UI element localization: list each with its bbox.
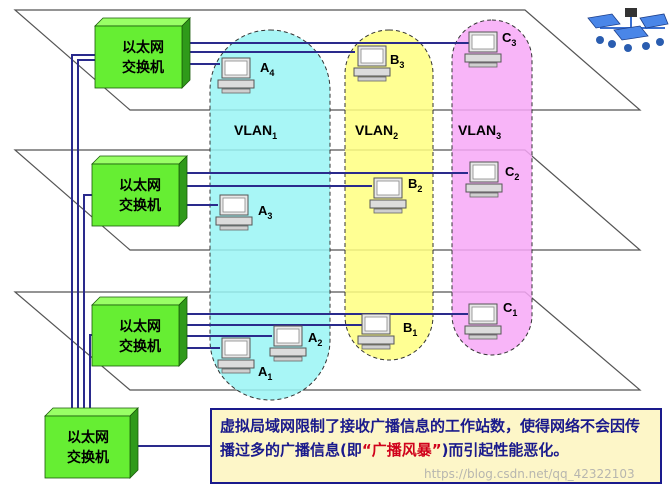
pc-label-c2: C2 xyxy=(505,164,519,182)
network-logo-icon xyxy=(587,8,669,52)
switch-label-line2: 交换机 xyxy=(122,59,164,76)
computer-icon xyxy=(465,161,503,198)
explanation-note: 虚拟局域网限制了接收广播信息的工作站数，使得网络不会因传播过多的广播信息(即“广… xyxy=(210,408,662,484)
computer-icon xyxy=(269,325,307,362)
switch-label-line1: 以太网 xyxy=(67,429,109,446)
switch-label-line2: 交换机 xyxy=(67,449,109,466)
vlan1-label: VLAN1 xyxy=(234,122,277,141)
watermark: https://blog.csdn.net/qq_42322103 xyxy=(424,467,635,481)
vlan2-label: VLAN2 xyxy=(355,122,398,141)
switch-floor1: 以太网 交换机 xyxy=(91,296,188,367)
vlan1-region xyxy=(209,29,331,401)
note-highlight: “广播风暴” xyxy=(361,441,442,459)
pc-label-a1: A1 xyxy=(258,364,272,382)
switch-floor2: 以太网 交换机 xyxy=(91,155,188,227)
note-text-end: )而引起性能恶化。 xyxy=(441,441,569,459)
computer-icon xyxy=(217,337,255,374)
pc-label-b3: B3 xyxy=(390,52,404,70)
pc-label-b2: B2 xyxy=(408,176,422,194)
pc-label-c3: C3 xyxy=(502,30,516,48)
pc-label-b1: B1 xyxy=(403,320,417,338)
switch-label-line1: 以太网 xyxy=(119,177,161,194)
computer-icon xyxy=(353,45,391,82)
vlan3-label: VLAN3 xyxy=(458,122,501,141)
links xyxy=(71,42,470,447)
pc-label-c1: C1 xyxy=(503,300,517,318)
computer-icon xyxy=(369,177,407,214)
switch-label-line1: 以太网 xyxy=(119,318,161,335)
pc-label-a4: A4 xyxy=(260,60,274,78)
computer-icon xyxy=(464,303,502,340)
switch-label-line2: 交换机 xyxy=(119,197,161,214)
computer-icon xyxy=(217,57,255,94)
switch-main: 以太网 交换机 xyxy=(44,407,139,479)
note-text: 虚拟局域网限制了接收广播信息的工作站数，使得网络不会因传播过多的广播信息(即 xyxy=(220,417,641,459)
pc-label-a3: A3 xyxy=(258,203,272,221)
switch-label-line1: 以太网 xyxy=(122,39,164,56)
computer-icon xyxy=(464,31,502,68)
switch-floor3: 以太网 交换机 xyxy=(94,17,191,89)
switch-label-line2: 交换机 xyxy=(119,338,161,355)
computer-icon xyxy=(215,194,253,231)
pc-label-a2: A2 xyxy=(308,330,322,348)
computer-icon xyxy=(357,313,395,350)
